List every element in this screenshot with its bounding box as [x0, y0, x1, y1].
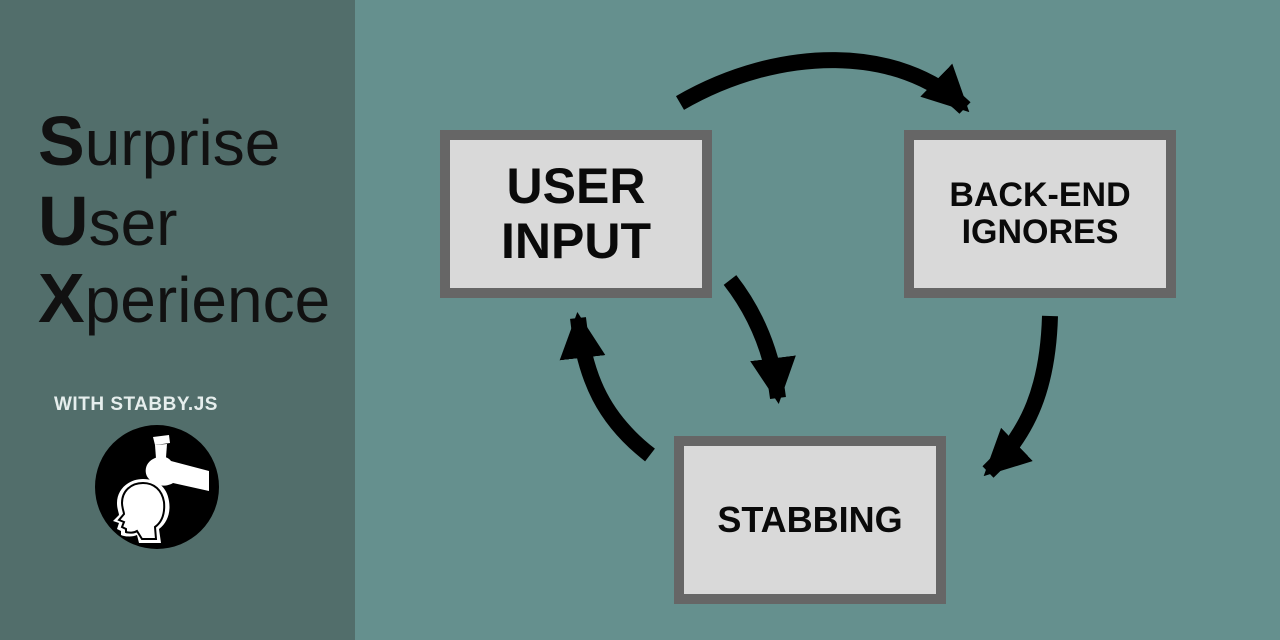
title-rest: ser [88, 187, 178, 259]
node-user-input: USER INPUT [440, 130, 712, 298]
sidebar-panel: Surprise User Xperience WITH STABBY.JS [0, 0, 355, 640]
edge-user-input-to-stabbing [723, 275, 796, 404]
edge-user-input-to-back-end-ignores [675, 52, 971, 114]
node-label: BACK-END IGNORES [949, 175, 1131, 251]
node-back-end-ignores: BACK-END IGNORES [904, 130, 1176, 298]
title-line-xperience: Xperience [38, 263, 330, 333]
title-rest: urprise [84, 107, 281, 179]
node-label: USER INPUT [501, 158, 651, 269]
title-initial: X [38, 259, 85, 337]
subtitle: WITH STABBY.JS [54, 394, 218, 415]
edge-back-end-ignores-to-stabbing [982, 315, 1058, 478]
title-initial: U [38, 182, 89, 260]
title-initial: S [38, 102, 85, 180]
title-line-user: User [38, 186, 177, 256]
edge-stabbing-to-user-input [559, 312, 655, 462]
title-rest: perience [84, 264, 331, 336]
stab-head-icon [95, 425, 219, 549]
node-label: STABBING [717, 499, 903, 541]
title-line-surprise: Surprise [38, 106, 280, 176]
node-stabbing: STABBING [674, 436, 946, 604]
